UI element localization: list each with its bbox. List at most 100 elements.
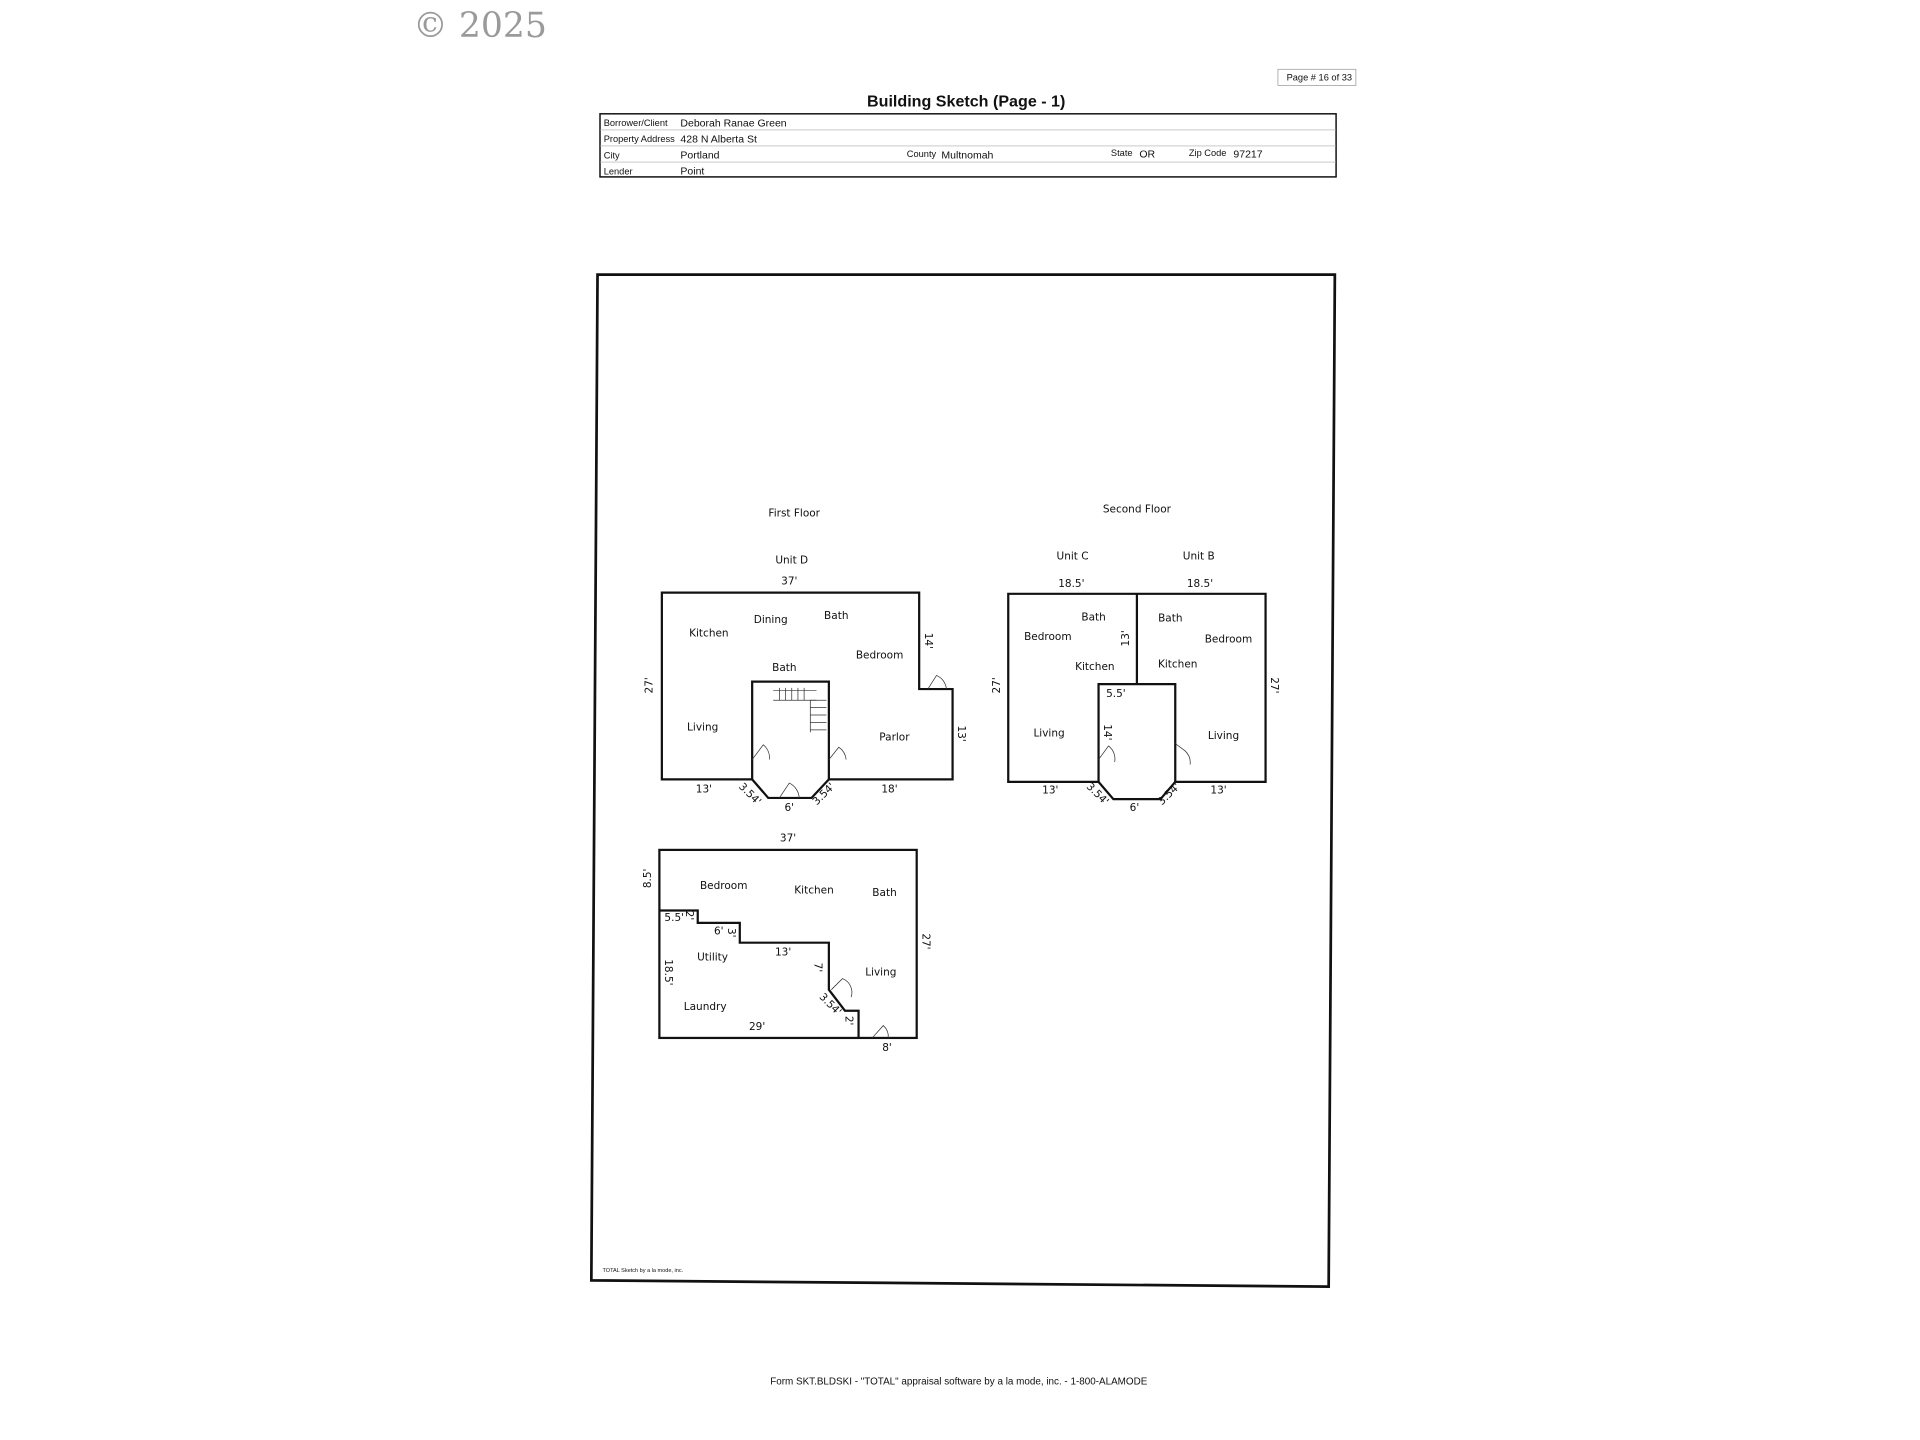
unit-label: Unit B bbox=[1183, 551, 1215, 563]
door-swing-icon bbox=[1175, 743, 1191, 765]
room-label: Kitchen bbox=[794, 885, 833, 897]
dimension: 18.5' bbox=[1187, 578, 1213, 590]
door-swing-icon bbox=[779, 782, 800, 799]
dimension: 13' bbox=[1042, 785, 1058, 797]
dimension: 2' bbox=[683, 911, 695, 921]
room-label: Bedroom bbox=[856, 650, 904, 662]
dimension: 3.54' bbox=[817, 991, 844, 1018]
room-label: Kitchen bbox=[1075, 661, 1114, 673]
stair-hall-walls bbox=[1097, 683, 1177, 782]
door-swing-icon bbox=[927, 675, 947, 690]
room-label: Living bbox=[687, 721, 718, 733]
dimension: 5.5' bbox=[1106, 688, 1126, 700]
second-floor-heading: Second Floor bbox=[1103, 504, 1172, 516]
first-floor-outline bbox=[660, 591, 954, 800]
dimension: 3.54' bbox=[736, 781, 763, 808]
dimension: 5.5' bbox=[664, 912, 684, 924]
city-value: Portland bbox=[680, 150, 719, 162]
dimension: 3' bbox=[725, 928, 737, 938]
dimension: 37' bbox=[780, 833, 796, 845]
copyright-watermark: © 2025 bbox=[413, 6, 547, 46]
room-label: Dining bbox=[754, 614, 788, 626]
dimension: 2' bbox=[843, 1016, 855, 1026]
page-number-box bbox=[1277, 68, 1357, 86]
dimension: 8' bbox=[882, 1042, 892, 1054]
lender-label: Lender bbox=[604, 166, 633, 176]
dimension: 27' bbox=[919, 933, 931, 949]
door-swing-icon bbox=[1098, 745, 1116, 763]
page-title: Building Sketch (Page - 1) bbox=[867, 92, 1065, 110]
county-label: County bbox=[907, 149, 937, 159]
room-label: Laundry bbox=[684, 1001, 727, 1013]
page-number: Page # 16 of 33 bbox=[1287, 72, 1352, 82]
dimension: 7' bbox=[812, 963, 824, 973]
county-value: Multnomah bbox=[941, 150, 993, 162]
room-label: Kitchen bbox=[1158, 658, 1197, 670]
lender-value: Point bbox=[680, 166, 704, 178]
city-label: City bbox=[604, 150, 620, 160]
room-label: Bath bbox=[824, 610, 848, 622]
staircase-icon bbox=[773, 687, 827, 733]
second-floor-plan: Second Floor Unit C Unit B 18.5' 18.5' B… bbox=[991, 504, 1280, 814]
unit-label: Unit C bbox=[1057, 551, 1089, 563]
dimension: 18.5' bbox=[1058, 578, 1084, 590]
door-swing-icon bbox=[751, 744, 770, 760]
dimension: 13' bbox=[1210, 785, 1226, 797]
dimension: 29' bbox=[749, 1021, 765, 1033]
utility-area-walls bbox=[659, 909, 860, 1038]
room-label: Bath bbox=[872, 887, 896, 899]
dimension: 3.54' bbox=[1084, 781, 1111, 808]
room-label: Bedroom bbox=[1205, 634, 1253, 646]
room-label: Living bbox=[865, 966, 896, 978]
header-table: Borrower/Client Deborah Ranae Green Prop… bbox=[599, 113, 1337, 178]
sketch-credit: TOTAL Sketch by a la mode, inc. bbox=[602, 1268, 683, 1274]
dimension: 13' bbox=[775, 947, 791, 959]
dimension: 27' bbox=[991, 677, 1003, 693]
address-value: 428 N Alberta St bbox=[680, 134, 757, 146]
lower-unit-outline bbox=[658, 848, 918, 1040]
dimension: 18' bbox=[881, 783, 897, 795]
dimension: 13' bbox=[696, 783, 712, 795]
dimension: 8.5' bbox=[642, 869, 654, 889]
room-label: Bath bbox=[772, 662, 796, 674]
form-footer: Form SKT.BLDSKI - "TOTAL" appraisal soft… bbox=[770, 1376, 1148, 1387]
second-floor-outline bbox=[1007, 592, 1267, 801]
dimension: 18.5' bbox=[662, 959, 674, 985]
room-label: Utility bbox=[697, 952, 728, 964]
dimension: 13' bbox=[1120, 630, 1132, 646]
dimension: 3.54' bbox=[1156, 781, 1183, 808]
zip-value: 97217 bbox=[1233, 148, 1262, 160]
dimension: 6' bbox=[784, 802, 794, 814]
dimension: 14' bbox=[1101, 724, 1113, 740]
room-label: Living bbox=[1208, 730, 1239, 742]
zip-label: Zip Code bbox=[1189, 148, 1227, 158]
door-swing-icon bbox=[828, 746, 847, 760]
room-label: Bedroom bbox=[1024, 631, 1072, 643]
first-floor-plan: First Floor Unit D 37' Kitchen Dining Ba… bbox=[643, 507, 967, 813]
state-value: OR bbox=[1139, 148, 1155, 160]
dimension: 37' bbox=[781, 575, 797, 587]
dimension: 13' bbox=[955, 725, 967, 741]
dimension: 27' bbox=[643, 677, 655, 693]
unit-label: Unit D bbox=[775, 554, 808, 566]
door-swing-icon bbox=[831, 978, 853, 998]
room-label: Parlor bbox=[879, 731, 910, 743]
room-label: Living bbox=[1033, 728, 1064, 740]
borrower-label: Borrower/Client bbox=[604, 118, 668, 128]
address-label: Property Address bbox=[604, 134, 675, 144]
dimension: 6' bbox=[1130, 802, 1140, 814]
lower-unit-plan: 37' 8.5' Bedroom Kitchen Bath 5.5' 2' 6'… bbox=[642, 833, 931, 1054]
room-label: Bath bbox=[1081, 611, 1105, 623]
room-label: Kitchen bbox=[689, 627, 728, 639]
door-swing-icon bbox=[871, 1025, 889, 1039]
first-floor-heading: First Floor bbox=[768, 507, 820, 519]
room-label: Bedroom bbox=[700, 880, 748, 892]
dimension: 14' bbox=[922, 633, 934, 649]
sketch-frame bbox=[589, 273, 1337, 1288]
stair-hall-walls bbox=[751, 680, 830, 780]
borrower-value: Deborah Ranae Green bbox=[680, 117, 786, 129]
dimension: 3.54' bbox=[810, 781, 837, 808]
dimension: 6' bbox=[714, 926, 724, 938]
room-label: Bath bbox=[1158, 613, 1182, 625]
